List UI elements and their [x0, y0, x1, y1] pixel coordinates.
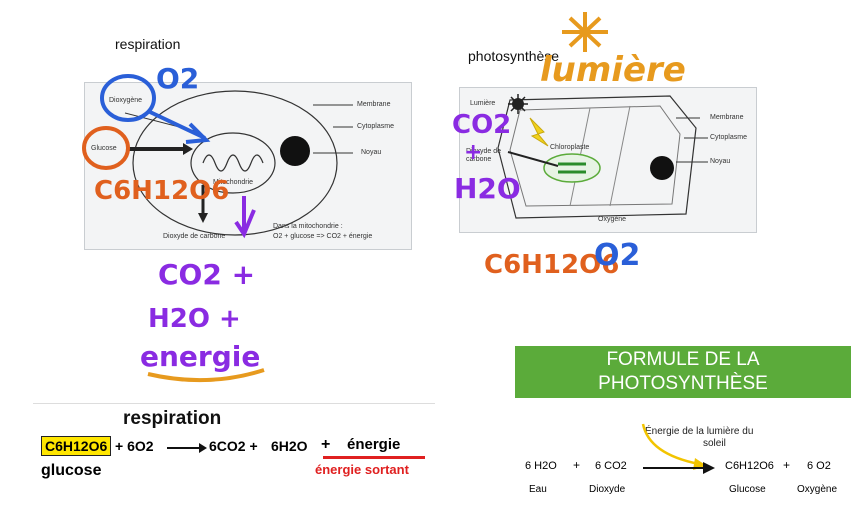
resp-label-noyau: Noyau [361, 149, 382, 156]
energie-red-underline [323, 456, 425, 459]
resp-label-co2: Dioxyde de carbone [163, 233, 226, 240]
respiration-cell-drawing [124, 90, 353, 236]
blue-circle-oxygen [100, 74, 156, 122]
resp-label-mito: Mitochondrie [213, 179, 254, 186]
formula-arrows [641, 423, 715, 474]
energy-label-line2: soleil [703, 438, 726, 449]
energy-label-line1: Énergie de la lumière du [645, 426, 754, 437]
resp-eq-energie-sortant: énergie sortant [315, 462, 409, 477]
handwriting-o2-top: O2 [156, 62, 200, 95]
handwriting-lumiere: lumière [540, 50, 686, 90]
resp-note-line2: O2 + glucose => CO2 + énergie [273, 233, 373, 240]
handwriting-o2-right: O2 [594, 238, 641, 273]
resp-label-membrane: Membrane [357, 101, 391, 108]
formula-h2o: 6 H2O [525, 460, 557, 472]
resp-eq-arrow-icon [167, 443, 207, 453]
photo-label-oxygene: Oxygène [598, 216, 627, 223]
photosynthesis-cell-diagram: Lumière Chloroplaste Dioxyde de carbone … [459, 87, 757, 233]
resp-note-line1: Dans la mitochondrie : [273, 223, 343, 230]
resp-eq-energie: énergie [347, 436, 401, 453]
resp-eq-plus: + [321, 436, 331, 453]
photo-label-lumiere: Lumière [470, 100, 496, 107]
formula-header-line2: PHOTOSYNTHÈSE [598, 373, 768, 394]
handwriting-c6h12o6-right: C6H12O6 [484, 250, 620, 280]
formula-o2: 6 O2 [807, 460, 831, 472]
formula-label-oxygene: Oxygène [797, 484, 838, 495]
resp-eq-o2: + 6O2 [115, 438, 154, 454]
formula-label-glucose: Glucose [729, 484, 766, 495]
formula-header: FORMULE DE LA PHOTOSYNTHÈSE [515, 346, 851, 398]
handwriting-co2-plus: CO2 + [158, 258, 256, 291]
formula-plus1: + [573, 458, 581, 472]
plant-cell-drawing [497, 94, 708, 219]
resp-label-glucose: Glucose [91, 145, 117, 152]
respiration-title: respiration [115, 36, 181, 52]
resp-eq-h2o: 6H2O [271, 438, 308, 454]
photo-label-dioxyde: Dioxyde de carbone [466, 148, 502, 163]
photo-label-cytoplasme: Cytoplasme [710, 134, 747, 141]
photo-label-membrane: Membrane [710, 114, 744, 121]
nucleus [280, 136, 310, 166]
formula-co2: 6 CO2 [595, 460, 627, 472]
formula-glucose: C6H12O6 [725, 460, 774, 472]
resp-eq-title: respiration [123, 408, 222, 429]
handwriting-c6h12o6-left: C6H12O6 [94, 176, 230, 206]
handwriting-energie: energie [140, 340, 261, 373]
resp-label-oxygen: Dioxygène [109, 97, 143, 104]
handwriting-co2-right: CO2 [452, 110, 512, 140]
formula-plus2: + [783, 458, 791, 472]
resp-eq-glucose-label: glucose [41, 462, 102, 479]
photosynthese-title: photosynthèse [468, 48, 560, 64]
handwriting-plus-right: + [464, 140, 483, 165]
photo-label-noyau: Noyau [710, 158, 731, 165]
glucose-formula-box: C6H12O6 [41, 436, 112, 456]
resp-eq-co2: 6CO2 + [209, 438, 258, 454]
formula-label-eau: Eau [529, 484, 547, 495]
formula-header-line1: FORMULE DE LA [606, 349, 760, 370]
photosynthesis-formula-card: FORMULE DE LA PHOTOSYNTHÈSE Énergie de l… [515, 346, 851, 500]
resp-label-cytoplasme: Cytoplasme [357, 123, 394, 130]
handwriting-h2o-right: H2O [454, 172, 521, 205]
photo-label-chloroplaste: Chloroplaste [550, 144, 590, 151]
respiration-equation-card: respiration C6H12O6 + 6O2 6CO2 + 6H2O + … [33, 403, 435, 488]
formula-label-dioxyde: Dioxyde [589, 484, 626, 495]
handwriting-h2o-plus: H2O + [148, 304, 241, 334]
orange-circle-glucose [82, 126, 130, 170]
